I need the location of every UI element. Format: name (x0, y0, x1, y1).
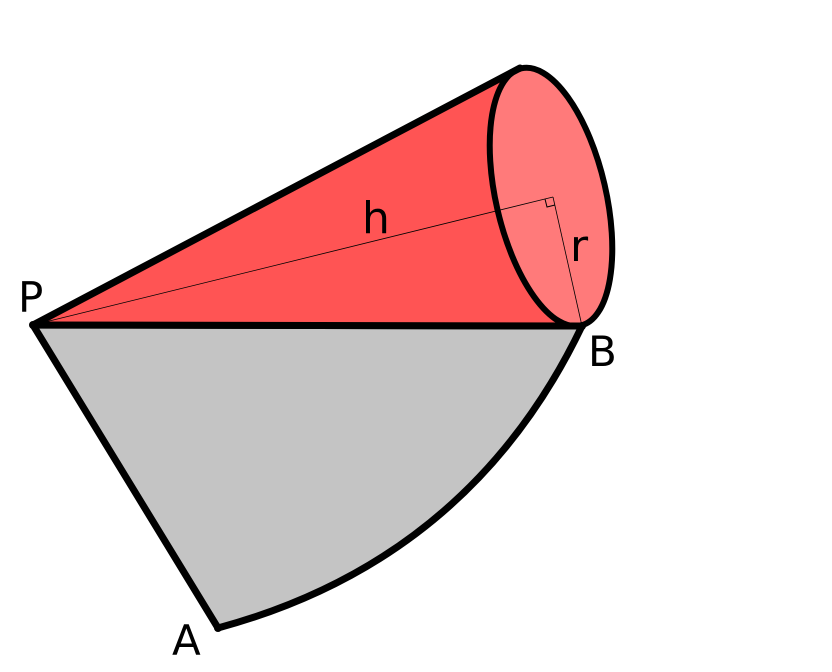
label-b: B (588, 327, 617, 376)
right-angle-mark (544, 198, 556, 208)
slant-edge-top (29, 64, 524, 329)
edge-pb (29, 321, 586, 330)
radius-line (552, 196, 583, 327)
label-p: P (18, 273, 43, 322)
height-line (32, 196, 554, 326)
point-p-dot (29, 321, 37, 329)
point-b-dot (578, 322, 586, 330)
sector-shape (29, 321, 586, 632)
label-h: h (362, 193, 390, 244)
cone-body (33, 68, 582, 326)
point-a-dot (214, 624, 222, 632)
label-r: r (570, 221, 589, 272)
label-a: A (172, 616, 201, 665)
